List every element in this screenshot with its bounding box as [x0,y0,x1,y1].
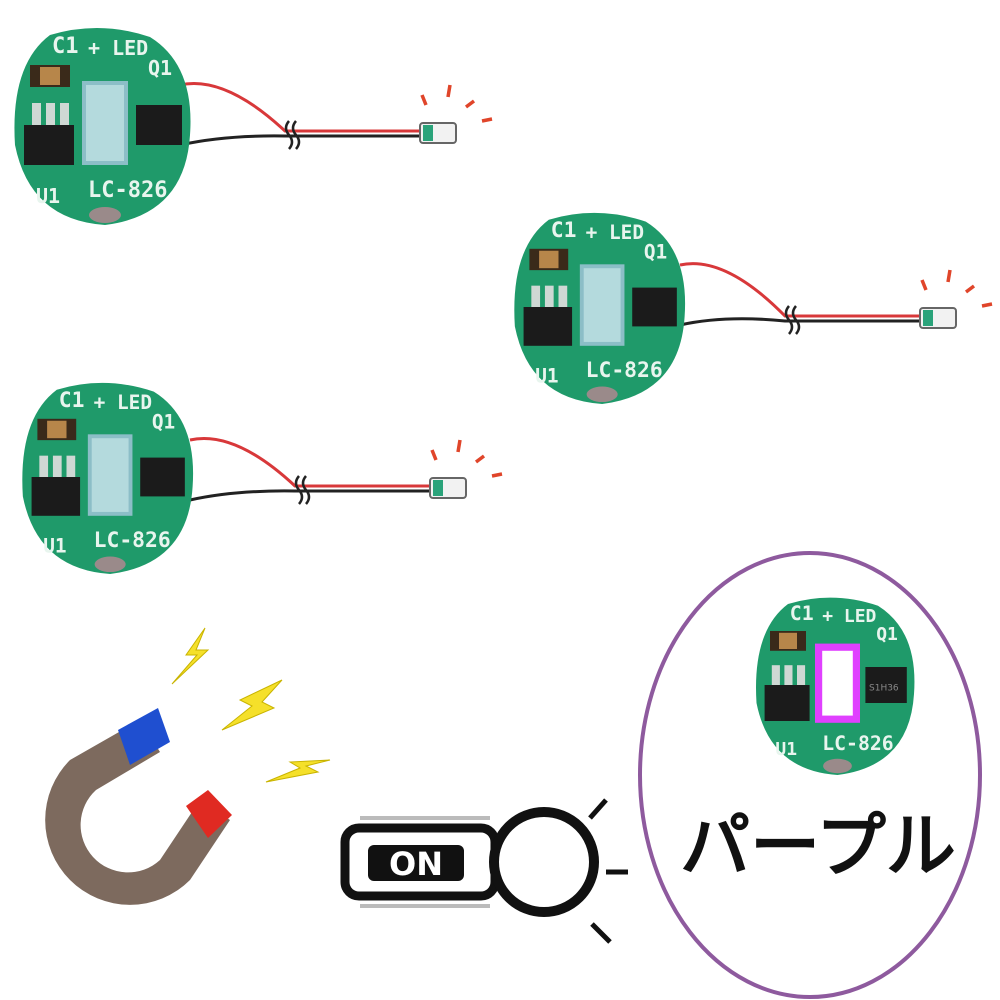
ic-pin [771,665,780,685]
light-ray-icon [981,302,993,308]
red-wire [679,262,920,318]
ic-pin [544,285,554,307]
led-chip [815,643,861,723]
black-wire [179,134,420,147]
model-label: LC-826 [94,528,171,553]
ic-label: U1 [535,365,558,388]
led-chip [82,81,128,165]
led-wire-3 [189,437,503,505]
wire-break-icon [284,120,301,150]
solder-pad [89,207,121,223]
light-ray-icon [446,84,452,98]
ic-label: U1 [43,535,66,558]
ic-pin [46,103,55,125]
led-chip [87,434,133,516]
led-label: + LED [88,36,148,60]
solder-pad [586,386,618,403]
model-label: LC-826 [586,358,663,383]
led-label: + LED [586,221,644,244]
switch-label: ON [389,845,443,883]
ic-pin [784,665,793,685]
light-ray-icon [491,472,503,478]
model-label: LC-826 [822,732,894,755]
transistor-label: Q1 [148,56,172,80]
ic-chip [523,307,573,346]
power-on-icon: ON [340,798,628,944]
ic-pin [66,455,76,477]
light-ray-icon [920,279,928,291]
ic-pin [39,455,49,477]
capacitor-body [47,420,67,439]
ic-pin [558,285,568,307]
led-label: + LED [822,606,876,627]
cap-label: C1 [551,218,577,243]
light-ray-icon [964,284,976,294]
capacitor-body [40,67,60,85]
ic-pin [797,665,806,685]
led-pad [923,310,933,326]
transistor [632,287,677,327]
cap-label: C1 [59,388,85,413]
light-ray-icon [946,269,952,283]
transistor-marking: S1H36 [869,683,899,693]
cap-label: C1 [790,602,814,625]
black-wire [189,489,430,502]
led-pad [423,125,433,141]
led-wire-1 [179,82,493,150]
ic-chip [24,125,74,165]
ic-pin [60,103,69,125]
light-ray-icon [481,117,493,123]
transistor [136,105,182,145]
ic-pin [531,285,541,307]
capacitor-body [539,250,559,269]
ic-label: U1 [775,739,797,760]
led-chip [579,264,625,346]
solder-pad [94,556,126,573]
magnet-icon [45,708,232,905]
ic-pin [32,103,41,125]
lightning-bolt-icon [171,627,331,783]
color-label: パープル [680,805,956,887]
capacitor-body [779,632,797,649]
led-label: + LED [94,391,152,414]
light-ray-icon [474,454,486,464]
black-wire [679,317,920,327]
red-wire [189,437,430,488]
light-ray-icon [456,439,462,453]
transistor-label: Q1 [876,624,898,645]
transistor-label: Q1 [644,241,667,264]
highlight-ellipse [638,551,982,999]
ic-pin [52,455,62,477]
ic-chip [31,477,81,516]
model-label: LC-826 [88,178,167,203]
wire-break-icon [294,475,311,505]
red-wire [179,82,420,133]
light-ray-icon [464,99,476,109]
ic-chip [764,685,810,721]
led-pad [433,480,443,496]
transistor [140,457,185,497]
transistor-label: Q1 [152,411,175,434]
cap-label: C1 [52,34,79,59]
wire-break-icon [784,305,801,335]
transistor [865,667,907,703]
light-ray-icon [420,94,428,106]
ic-label: U1 [36,184,60,208]
solder-pad [823,758,852,774]
light-ray-icon [430,449,438,461]
led-wire-2 [679,262,993,335]
